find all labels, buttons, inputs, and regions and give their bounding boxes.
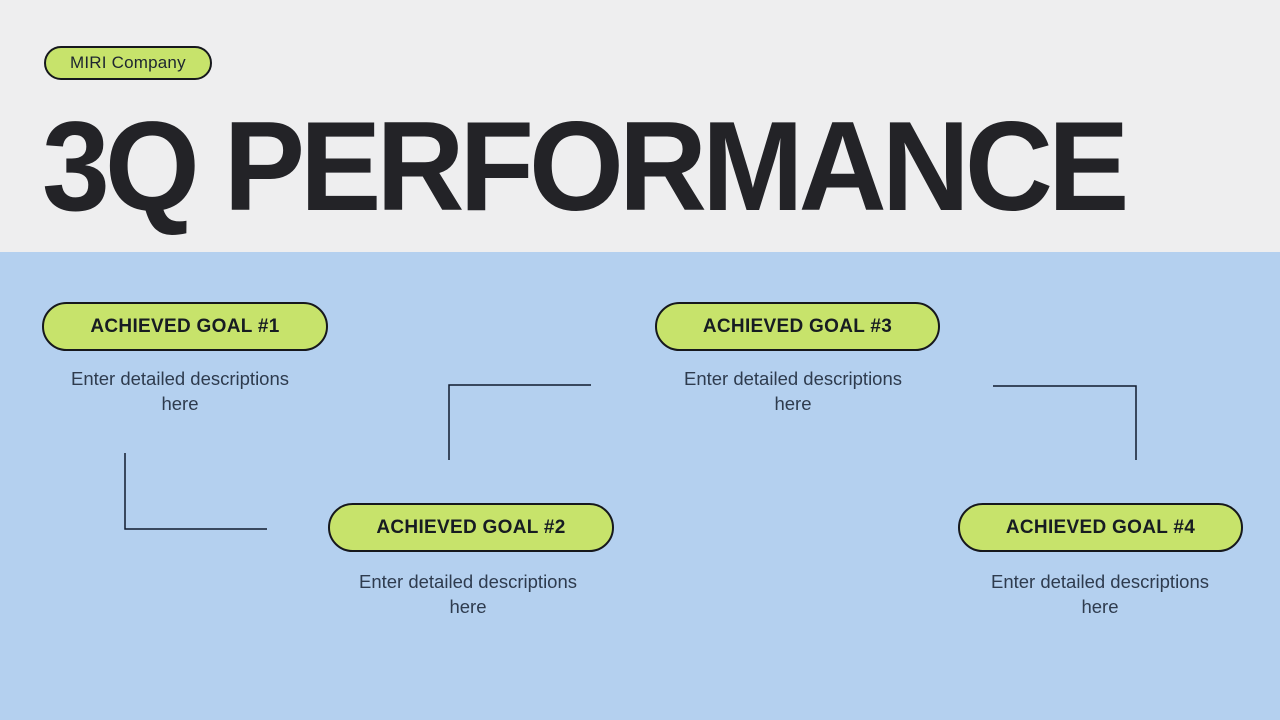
goal-description-4: Enter detailed descriptions here [990, 571, 1210, 617]
goal-description-2: Enter detailed descriptions here [358, 571, 578, 617]
connector-goal3-to-goal4 [993, 385, 1137, 460]
connector-goal1-to-goal2 [124, 453, 267, 530]
goal-pill-4: ACHIEVED GOAL #4 [958, 503, 1243, 552]
page-title: 3Q PERFORMANCE [42, 95, 1129, 238]
goal-description-1: Enter detailed descriptions here [70, 368, 290, 414]
header-section: MIRI Company 3Q PERFORMANCE [0, 0, 1280, 252]
goal-pill-2: ACHIEVED GOAL #2 [328, 503, 614, 552]
connector-goal3-to-goal2 [448, 384, 591, 460]
goal-pill-1: ACHIEVED GOAL #1 [42, 302, 328, 351]
goal-pill-3: ACHIEVED GOAL #3 [655, 302, 940, 351]
company-badge: MIRI Company [44, 46, 212, 80]
goal-description-3: Enter detailed descriptions here [683, 368, 903, 414]
